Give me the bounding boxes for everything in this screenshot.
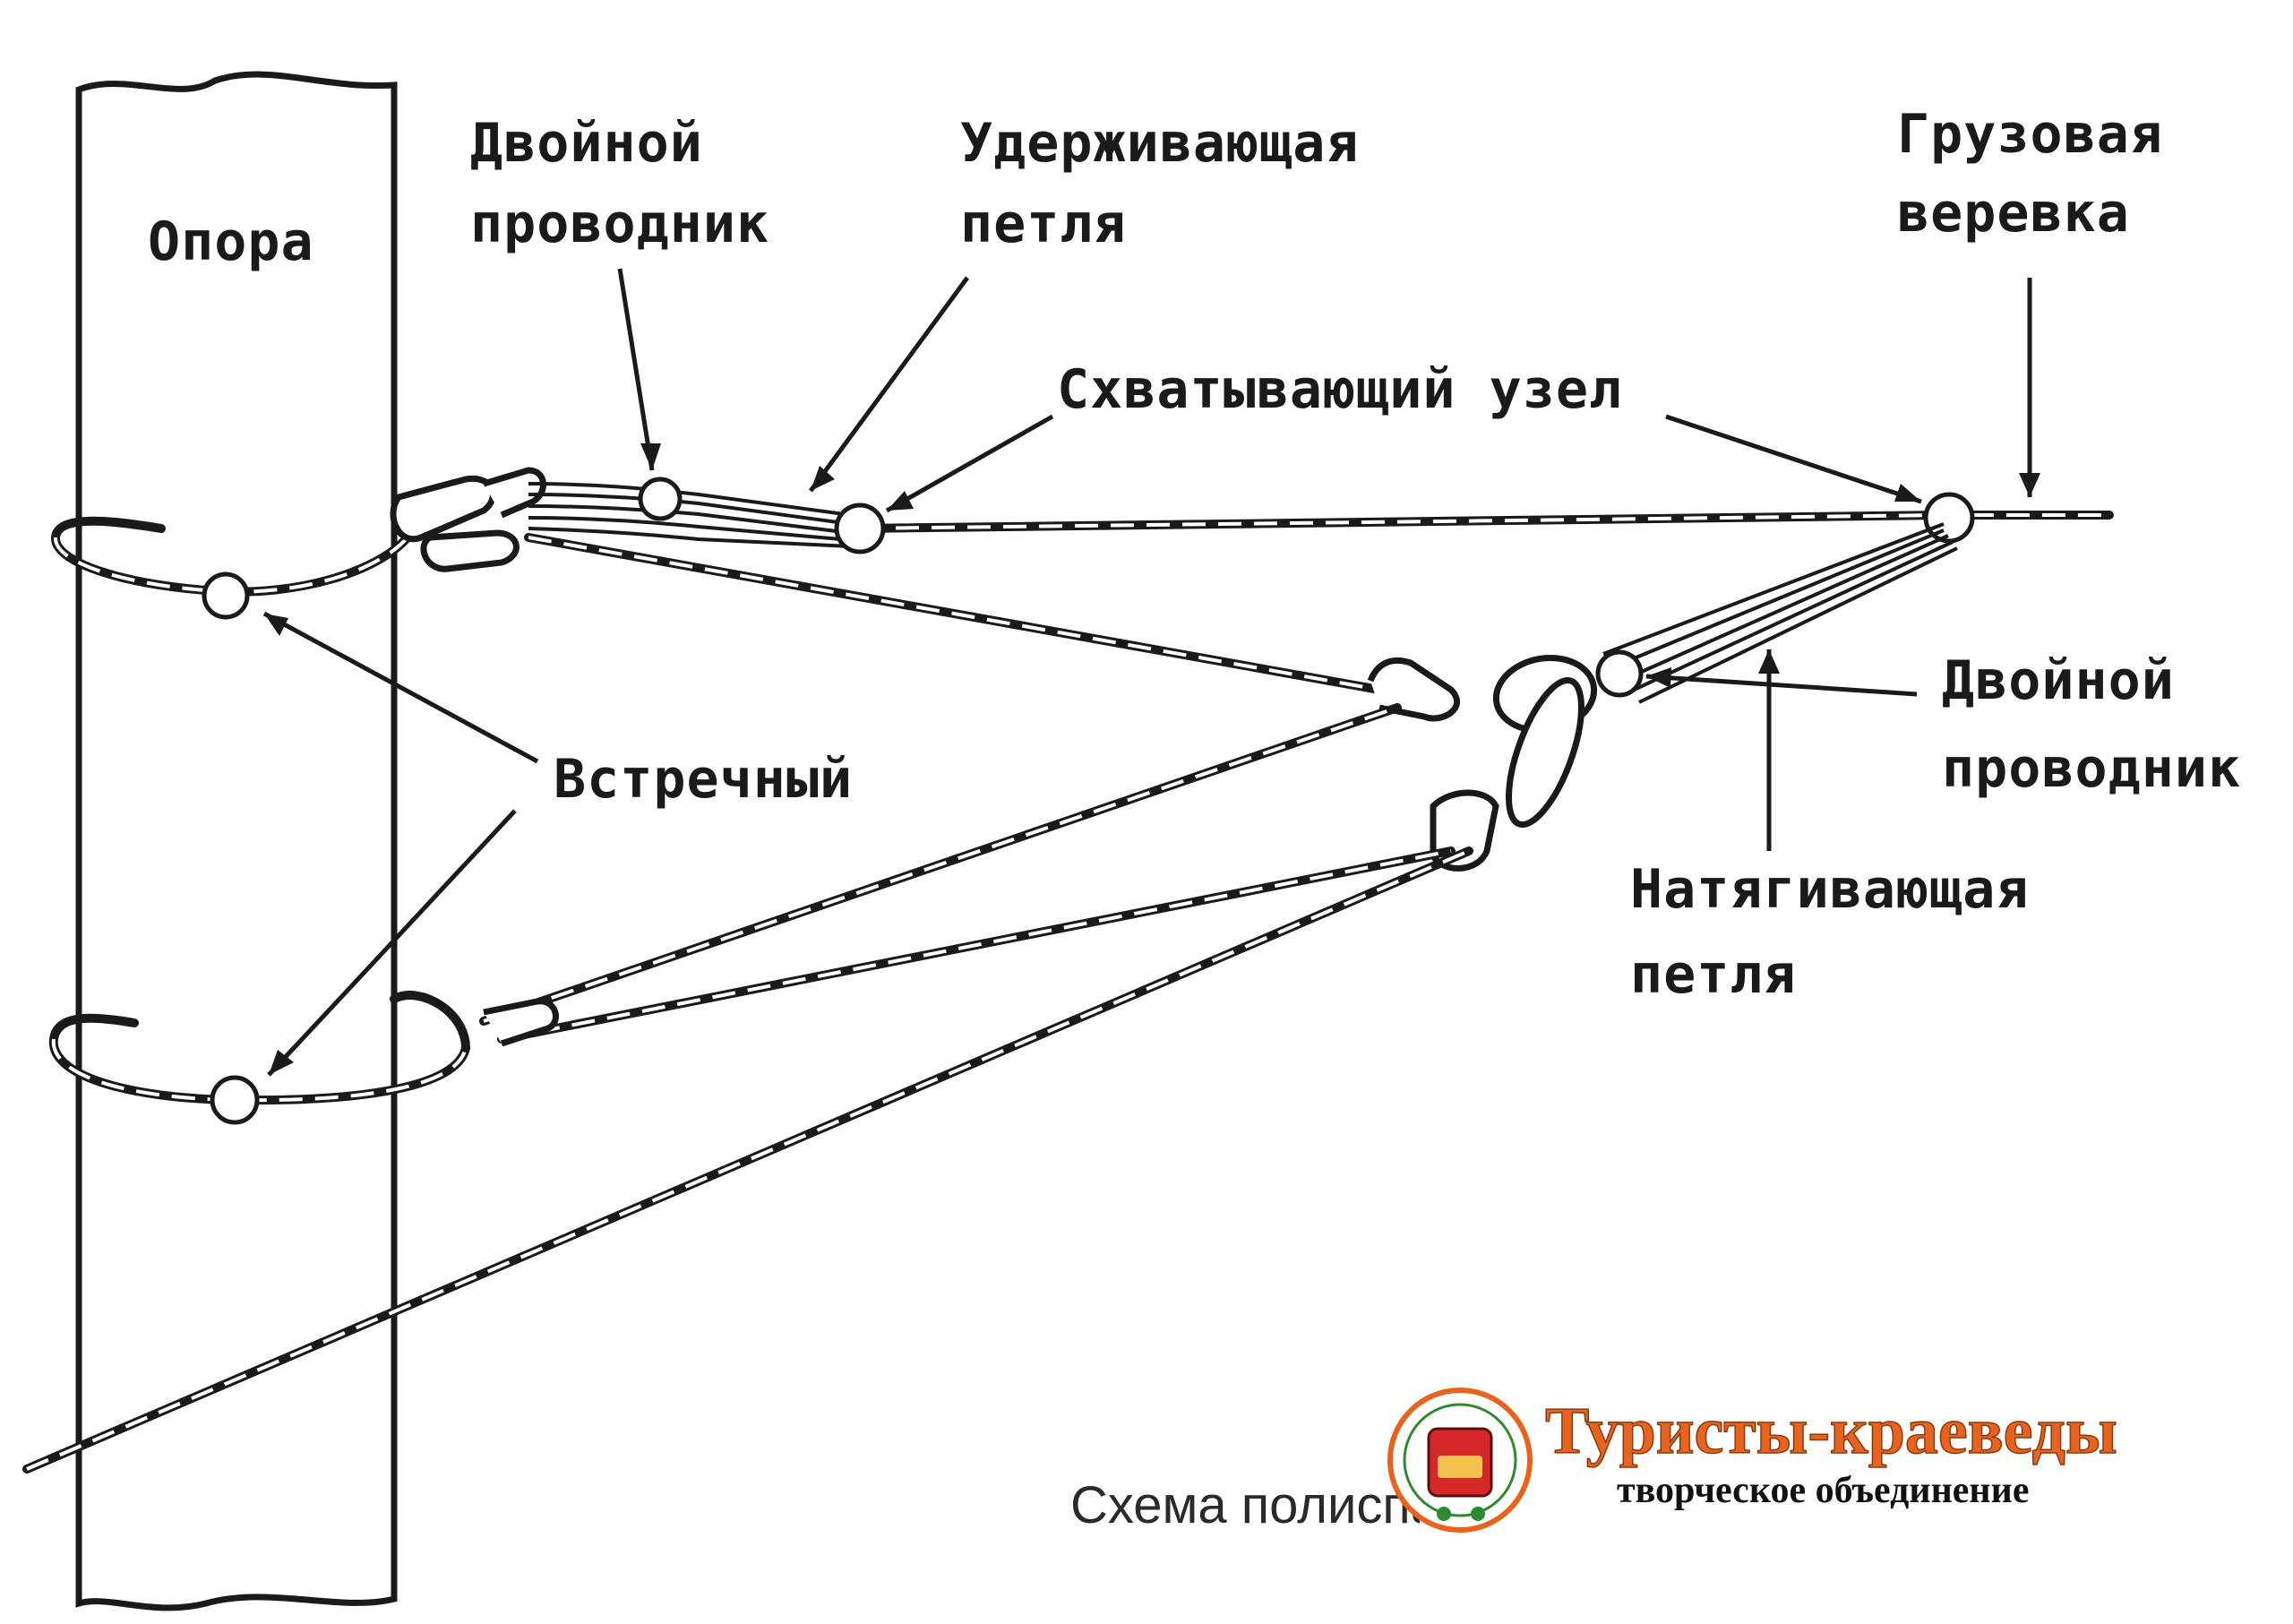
upper-diagonal-rope: [524, 533, 1384, 694]
label-double-guide-right-2: проводник: [1942, 737, 2241, 800]
tension-loop-ropes: [22, 703, 1473, 1474]
middle-carabiners: [1367, 649, 1644, 829]
top-carabiners: [390, 467, 546, 572]
label-double-guide-right-1: Двойной: [1942, 649, 2175, 712]
holding-loop-bundle: [528, 477, 852, 548]
label-holding-loop-1: Удерживающая: [960, 112, 1359, 175]
label-double-guide-top-2: проводник: [470, 193, 769, 255]
double-guide-knot-top: [638, 477, 683, 521]
cargo-rope: [834, 492, 2114, 554]
lower-pole-wrap: [48, 991, 470, 1125]
label-holding-loop-2: петля: [960, 193, 1127, 255]
label-gripping-knot: Схватывающий узел: [1057, 358, 1622, 421]
support-pole: [75, 71, 398, 1611]
gripping-knot-right: [1923, 492, 1975, 544]
leader-arrows: [262, 268, 2040, 1077]
label-cargo-rope-2: веревка: [1897, 182, 2130, 245]
label-tension-loop-1: Натягивающая: [1630, 858, 2029, 921]
brand-logo: Туристы-краеведы творческое объединение: [1387, 1388, 2163, 1533]
counter-knot-upper: [202, 571, 250, 620]
label-cargo-rope-1: Грузовая: [1897, 103, 2163, 166]
upper-pole-wrap: [51, 516, 412, 620]
label-support: Опора: [148, 211, 314, 273]
right-double-guide: [1602, 522, 1958, 704]
label-counter-knot: Встречный: [554, 748, 853, 811]
brand-subtitle: творческое объединение: [1617, 1470, 2029, 1511]
counter-knot-lower: [210, 1075, 260, 1125]
gripping-knot-left: [834, 503, 886, 554]
label-tension-loop-2: петля: [1630, 943, 1797, 1006]
label-double-guide-top-1: Двойной: [470, 112, 703, 175]
double-guide-knot-right: [1595, 649, 1644, 698]
brand-title: Туристы-краеведы: [1545, 1395, 2117, 1468]
